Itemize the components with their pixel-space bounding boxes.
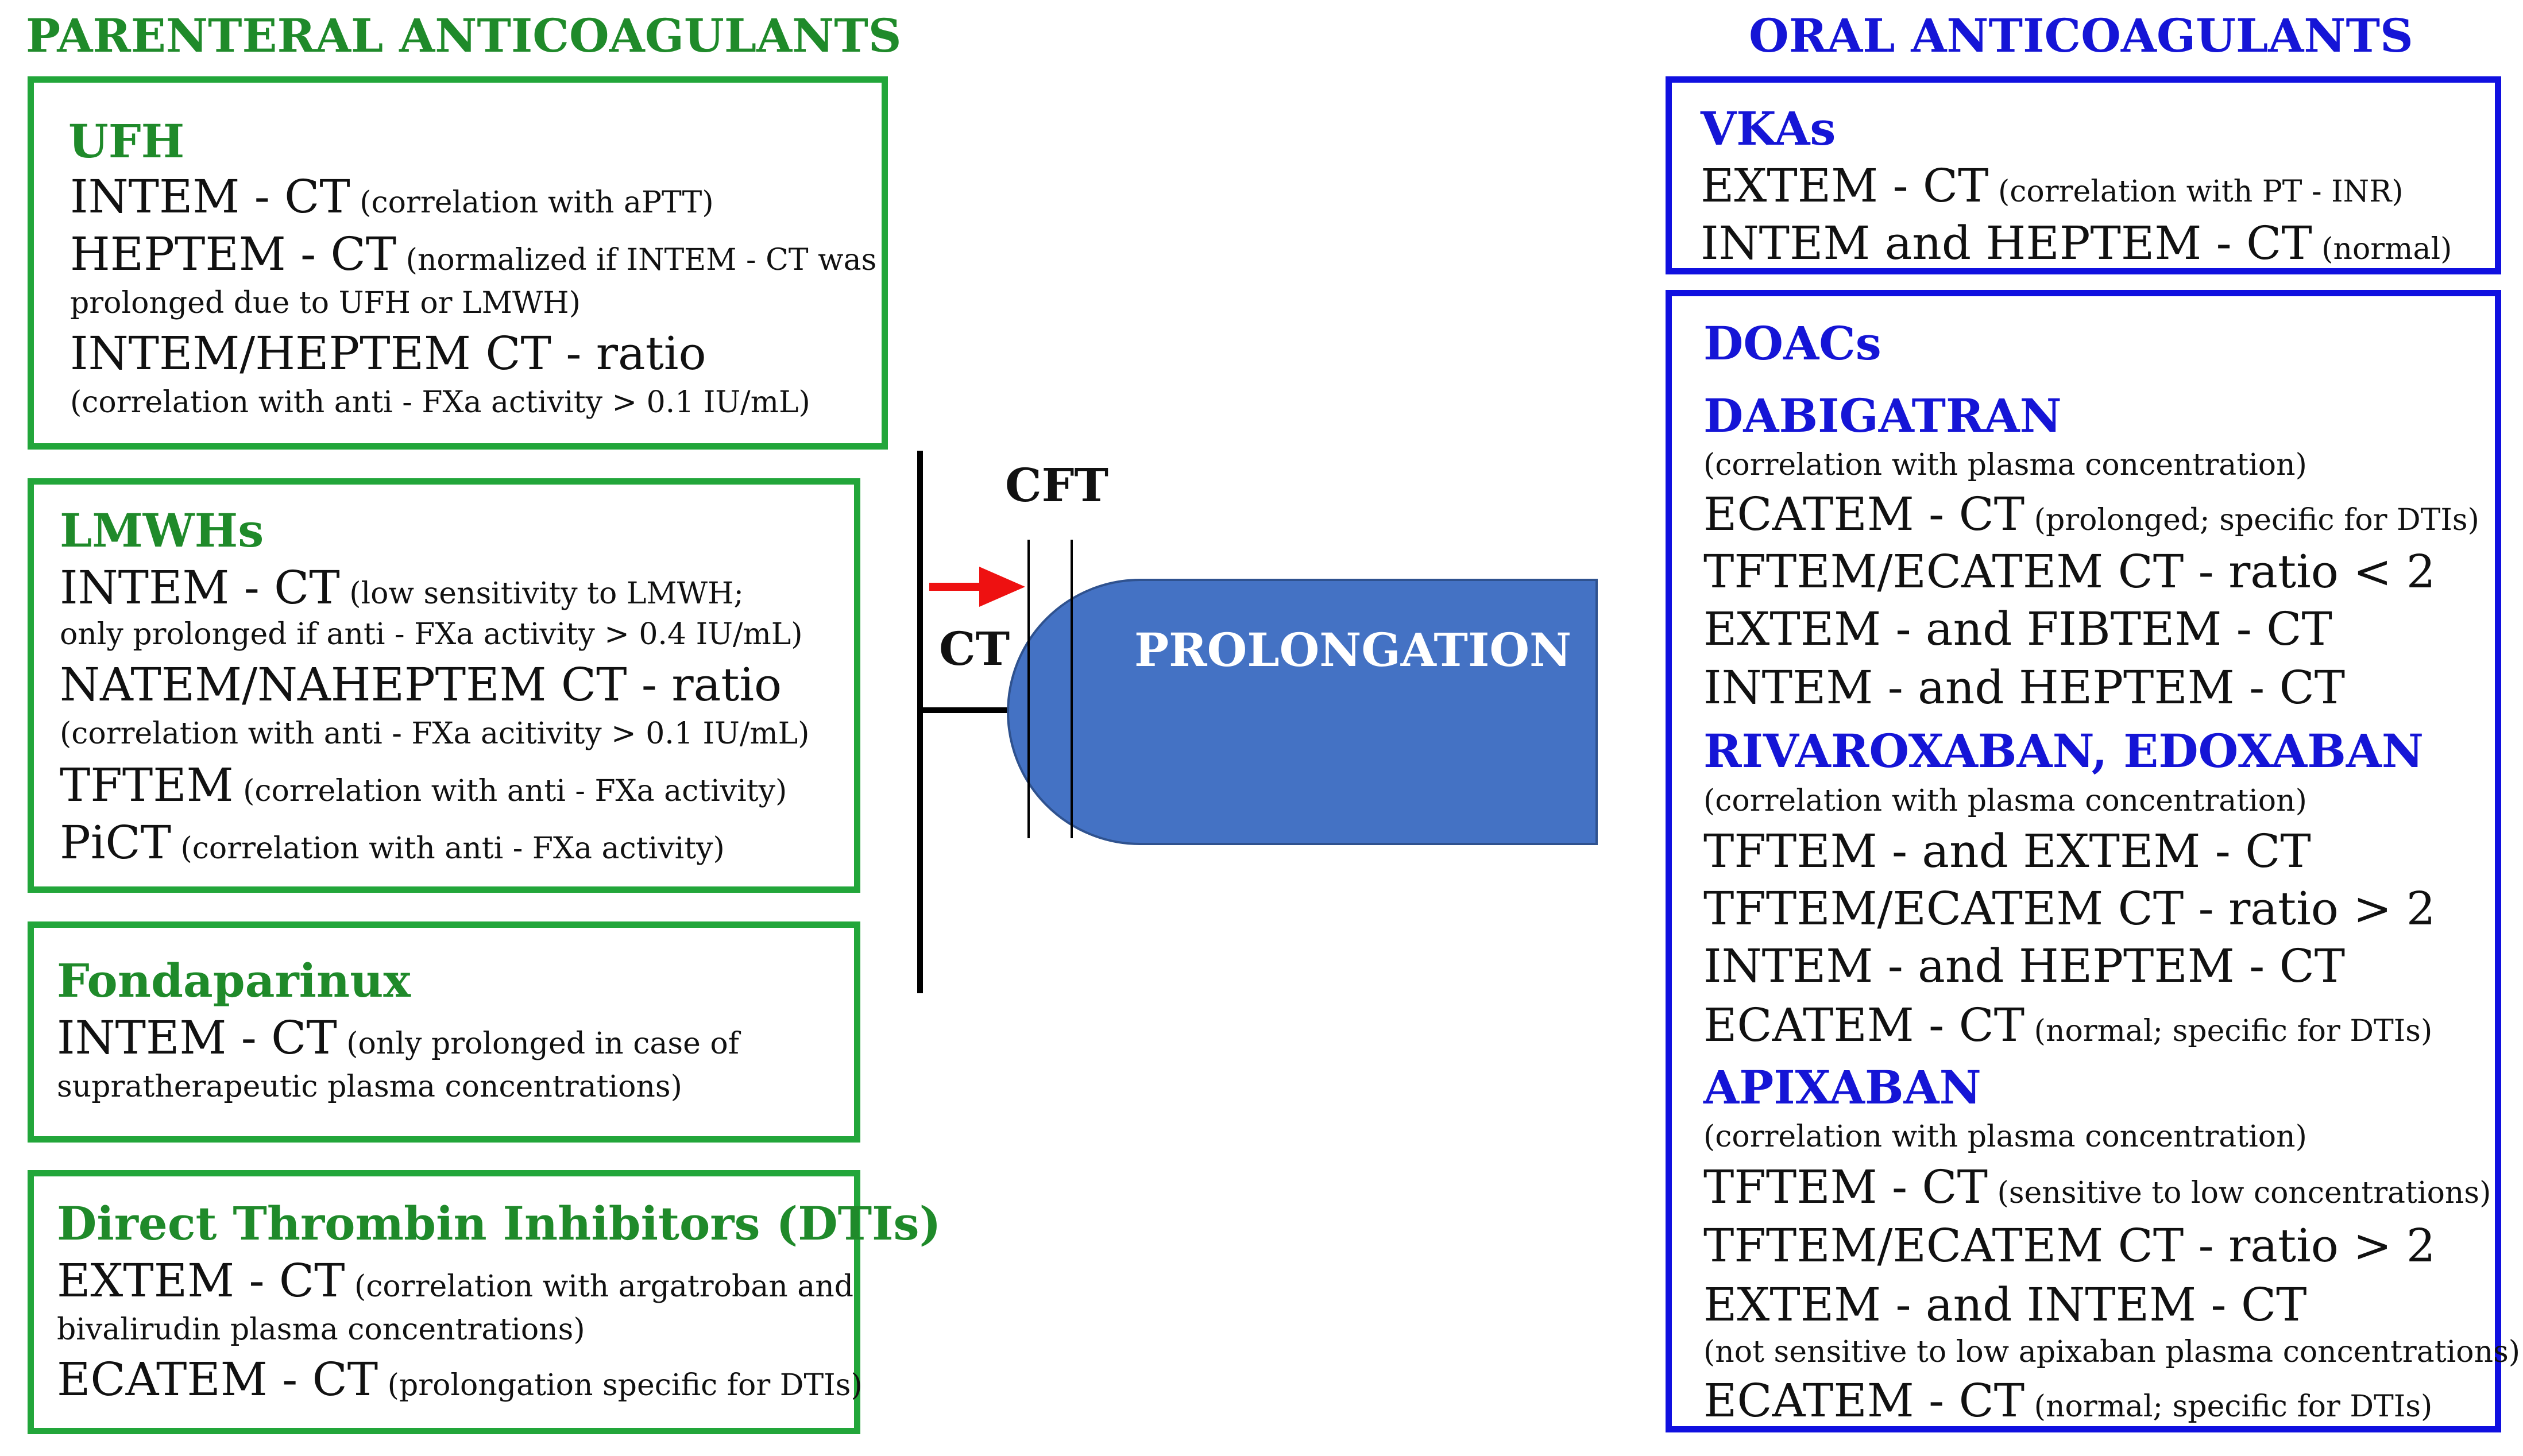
apixaban-line-1: TFTEM - CT (sensitive to low concentrati… [1703,1163,2491,1211]
ufh-l3-note: (correlation with anti - FXa activity > … [70,385,810,420]
fondaparinux-title: Fondaparinux [57,954,411,1008]
dabigatran-l1-main: ECATEM - CT [1703,487,2025,541]
apixaban-l4-note: (normal; specific for DTIs) [2024,1389,2433,1424]
lmwh-box: LMWHs INTEM - CT (low sensitivity to LMW… [28,478,860,893]
ufh-line-1: INTEM - CT (correlation with aPTT) [70,173,714,221]
dti-box: Direct Thrombin Inhibitors (DTIs) EXTEM … [28,1170,941,1434]
ufh-line-2: HEPTEM - CT (normalized if INTEM - CT wa… [70,230,876,278]
parenteral-title: PARENTERAL ANTICOAGULANTS [26,9,902,63]
dti-title: Direct Thrombin Inhibitors (DTIs) [57,1196,941,1250]
ufh-box: UFH INTEM - CT (correlation with aPTT) H… [28,76,888,450]
lmwh-l4-note: (correlation with anti - FXa activity) [171,831,725,866]
prolongation-shape [1007,579,1598,845]
lmwh-l4-main: PiCT [60,816,171,869]
lmwh-line-3: TFTEM (correlation with anti - FXa activ… [60,761,787,810]
lmwh-l2-main: NATEM/NAHEPTEM CT - ratio [60,658,782,711]
dabigatran-title: DABIGATRAN [1703,389,2062,443]
dti-l2-note: (prolongation specific for DTIs) [378,1368,863,1403]
rivaroxaban-line-1: TFTEM - and EXTEM - CT [1703,824,2311,878]
apixaban-note: (correlation with plasma concentration) [1703,1120,2307,1154]
doac-box: DOACs DABIGATRAN (correlation with plasm… [1666,290,2520,1432]
lmwh-l1-main: INTEM - CT [60,561,340,614]
dabigatran-note: (correlation with plasma concentration) [1703,448,2307,482]
ufh-title: UFH [68,114,185,168]
rivaroxaban-line-2: TFTEM/ECATEM CT - ratio > 2 [1703,882,2436,935]
lmwh-l3-note: (correlation with anti - FXa activity) [233,774,787,808]
fondaparinux-l1-note: (only prolonged in case of [337,1027,739,1061]
apixaban-l4-main: ECATEM - CT [1703,1374,2025,1427]
vka-box: VKAs EXTEM - CT (correlation with PT - I… [1666,76,2501,274]
dabigatran-line-2: TFTEM/ECATEM CT - ratio < 2 [1703,545,2436,598]
vka-title: VKAs [1701,102,1836,156]
ufh-l2-note: (normalized if INTEM - CT was [396,243,877,277]
dti-line-1: EXTEM - CT (correlation with argatroban … [57,1257,853,1305]
fondaparinux-l1-main: INTEM - CT [57,1011,337,1064]
ufh-l3-main: INTEM/HEPTEM CT - ratio [70,327,706,380]
lmwh-l2-note: (correlation with anti - FXa acitivity >… [60,717,810,751]
rivaroxaban-title: RIVAROXABAN, EDOXABAN [1703,724,2424,778]
apixaban-line-2: TFTEM/ECATEM CT - ratio > 2 [1703,1219,2436,1272]
lmwh-line-4: PiCT (correlation with anti - FXa activi… [60,819,725,867]
fondaparinux-l1-cont: supratherapeutic plasma concentrations) [57,1070,682,1104]
dabigatran-l1-note: (prolonged; specific for DTIs) [2024,503,2479,537]
vka-l2-note: (normal) [2312,232,2452,266]
dabigatran-line-1: ECATEM - CT (prolonged; specific for DTI… [1703,490,2479,539]
vka-l2-main: INTEM and HEPTEM - CT [1701,216,2312,270]
dti-l2-main: ECATEM - CT [57,1353,378,1406]
apixaban-l3-note: (not sensitive to low apixaban plasma co… [1703,1335,2521,1369]
apixaban-line-4: ECATEM - CT (normal; specific for DTIs) [1703,1377,2432,1425]
rivaroxaban-note: (correlation with plasma concentration) [1703,784,2307,818]
ufh-l2-cont: prolonged due to UFH or LMWH) [70,286,581,320]
rivaroxaban-l4-main: ECATEM - CT [1703,998,2025,1052]
apixaban-l1-main: TFTEM - CT [1703,1160,1988,1214]
dti-line-2: ECATEM - CT (prolongation specific for D… [57,1356,863,1404]
apixaban-l1-note: (sensitive to low concentrations) [1988,1176,2491,1210]
oral-title: ORAL ANTICOAGULANTS [1749,9,2413,63]
fondaparinux-box: Fondaparinux INTEM - CT (only prolonged … [28,921,860,1143]
ufh-l2-main: HEPTEM - CT [70,227,397,281]
dti-l1-note: (correlation with argatroban and [345,1269,854,1304]
cft-label: CFT [1005,458,1108,512]
lmwh-title: LMWHs [60,504,264,557]
rivaroxaban-line-3: INTEM - and HEPTEM - CT [1703,939,2346,993]
vka-l1-note: (correlation with PT - INR) [1988,175,2404,209]
lmwh-l1-cont: only prolonged if anti - FXa activity > … [60,617,803,652]
lmwh-line-1: INTEM - CT (low sensitivity to LMWH; [60,564,744,612]
ct-arrow-icon [929,567,1025,607]
fondaparinux-line-1: INTEM - CT (only prolonged in case of [57,1014,739,1062]
apixaban-line-3: EXTEM - and INTEM - CT [1703,1278,2307,1331]
thromboelastometry-diagram [917,451,1598,993]
dabigatran-line-3: EXTEM - and FIBTEM - CT [1703,602,2332,656]
ufh-l1-main: INTEM - CT [70,170,350,223]
vka-line-2: INTEM and HEPTEM - CT (normal) [1701,219,2452,268]
lmwh-l3-main: TFTEM [60,758,234,812]
dti-l1-cont: bivalirudin plasma concentrations) [57,1312,585,1347]
rivaroxaban-line-4: ECATEM - CT (normal; specific for DTIs) [1703,1001,2432,1050]
apixaban-title: APIXABAN [1703,1060,1981,1114]
lmwh-l1-note: (low sensitivity to LMWH; [339,576,744,611]
doac-title: DOACs [1703,316,1881,370]
ct-label: CT [939,622,1010,676]
vka-l1-main: EXTEM - CT [1701,159,1989,212]
vka-line-1: EXTEM - CT (correlation with PT - INR) [1701,162,2404,210]
dti-l1-main: EXTEM - CT [57,1254,345,1307]
prolongation-label: PROLONGATION [1134,623,1572,677]
ufh-l1-note: (correlation with aPTT) [350,185,714,220]
rivaroxaban-l4-note: (normal; specific for DTIs) [2024,1014,2433,1048]
dabigatran-line-4: INTEM - and HEPTEM - CT [1703,661,2346,714]
